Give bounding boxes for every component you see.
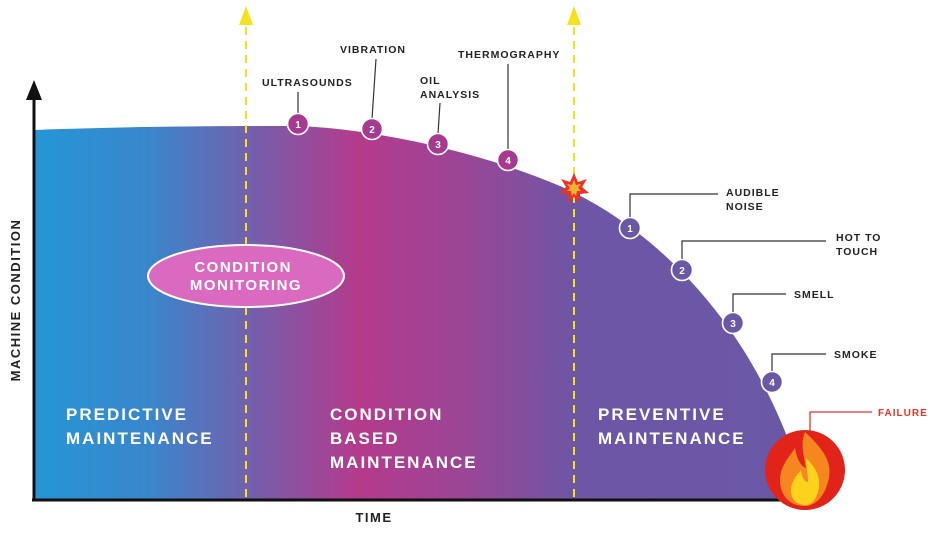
zone-predictive-label: PREDICTIVE MAINTENANCE <box>66 405 214 448</box>
early-sign-2: VIBRATION 2 <box>340 44 406 141</box>
sign-number: 1 <box>295 120 301 131</box>
sign-label-ultrasounds: ULTRASOUNDS <box>262 77 353 89</box>
sign-label-smoke: SMOKE <box>834 349 878 361</box>
sign-label-vibration: VIBRATION <box>340 44 406 56</box>
failure-leader-line <box>809 411 872 434</box>
sign-number: 4 <box>769 378 775 389</box>
x-axis-label: TIME <box>355 510 392 525</box>
sign-label-audible-noise: AUDIBLE NOISE <box>726 187 784 213</box>
sign-number: 3 <box>435 140 441 151</box>
y-axis-arrow-icon <box>26 80 42 100</box>
sign-number: 4 <box>505 156 511 167</box>
failure-fire-icon <box>765 430 845 510</box>
potential-failure-star-icon <box>559 173 589 203</box>
zone-preventive-label: PREVENTIVE MAINTENANCE <box>598 405 746 448</box>
sign-label-thermography: THERMOGRAPHY <box>458 49 560 61</box>
sign-number: 2 <box>369 125 375 136</box>
late-sign-1: 1 AUDIBLE NOISE <box>618 187 784 240</box>
early-sign-4: THERMOGRAPHY 4 <box>458 49 560 172</box>
late-sign-4: 4 SMOKE <box>760 349 878 394</box>
condition-monitoring-ellipse <box>147 244 345 308</box>
y-axis-label: MACHINE CONDITION <box>8 219 23 382</box>
arrow-up-icon <box>567 6 581 25</box>
early-sign-3: OIL ANALYSIS 3 <box>420 75 480 156</box>
late-sign-2: 2 HOT TO TOUCH <box>670 232 885 282</box>
sign-number: 3 <box>730 319 736 330</box>
sign-label-hot-to-touch: HOT TO TOUCH <box>836 232 885 258</box>
sign-number: 2 <box>679 266 685 277</box>
pf-curve-area <box>34 126 808 500</box>
arrow-up-icon <box>239 6 253 25</box>
early-sign-1: ULTRASOUNDS 1 <box>262 77 353 136</box>
zone-condition-based-label: CONDITION BASED MAINTENANCE <box>330 405 478 472</box>
late-sign-3: 3 SMELL <box>721 289 835 335</box>
condition-monitoring-label: CONDITION MONITORING <box>190 259 302 294</box>
sign-label-oil-analysis: OIL ANALYSIS <box>420 75 480 101</box>
failure-label: FAILURE <box>878 408 928 419</box>
sign-label-smell: SMELL <box>794 289 835 301</box>
sign-number: 1 <box>627 224 633 235</box>
